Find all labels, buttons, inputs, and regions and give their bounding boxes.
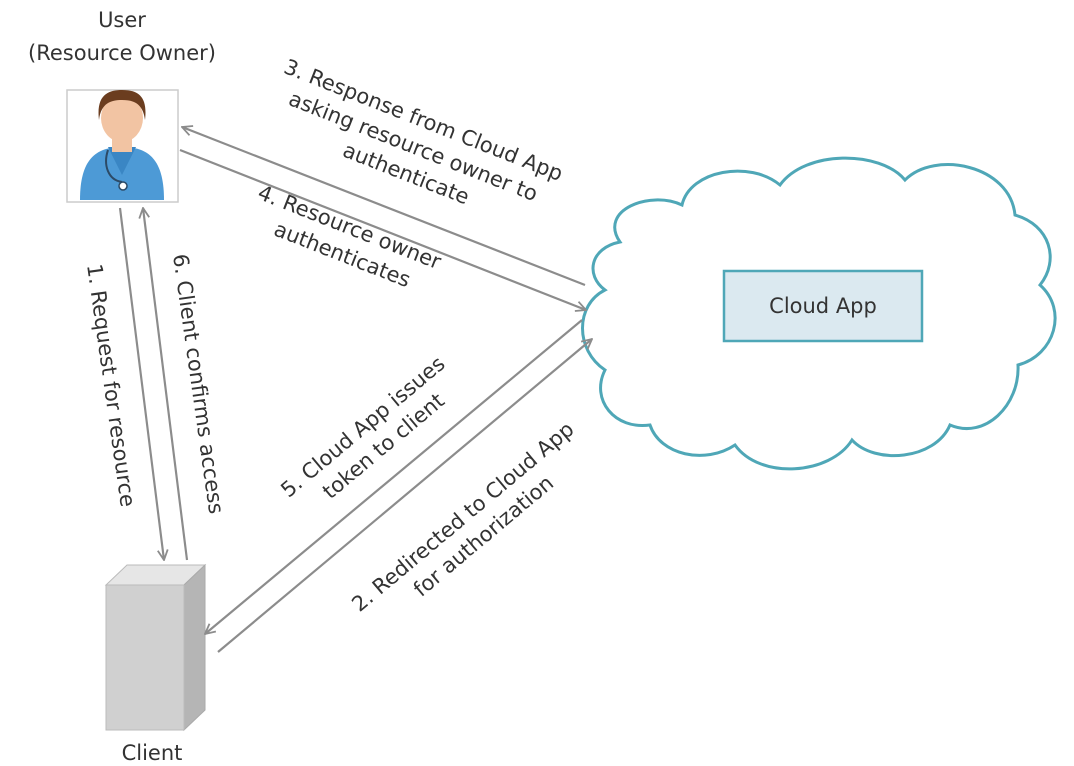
client-label: Client	[122, 741, 183, 765]
cloud-app-box	[722, 269, 924, 343]
arrow-step-2	[217, 339, 592, 653]
cloud-app-label: Cloud App	[769, 294, 877, 318]
arrow-step-1	[118, 207, 164, 560]
arrow-step-6	[143, 208, 189, 561]
arrow-step-4	[179, 148, 586, 310]
arrow-step-3	[182, 127, 586, 287]
user-name-label: User	[98, 8, 146, 32]
server-icon	[104, 563, 207, 732]
step-4-label: 4. Resource owner authenticates	[244, 180, 450, 302]
user-person-icon	[66, 89, 179, 203]
user-role-label: (Resource Owner)	[28, 41, 216, 65]
arrow-step-5	[205, 319, 583, 634]
